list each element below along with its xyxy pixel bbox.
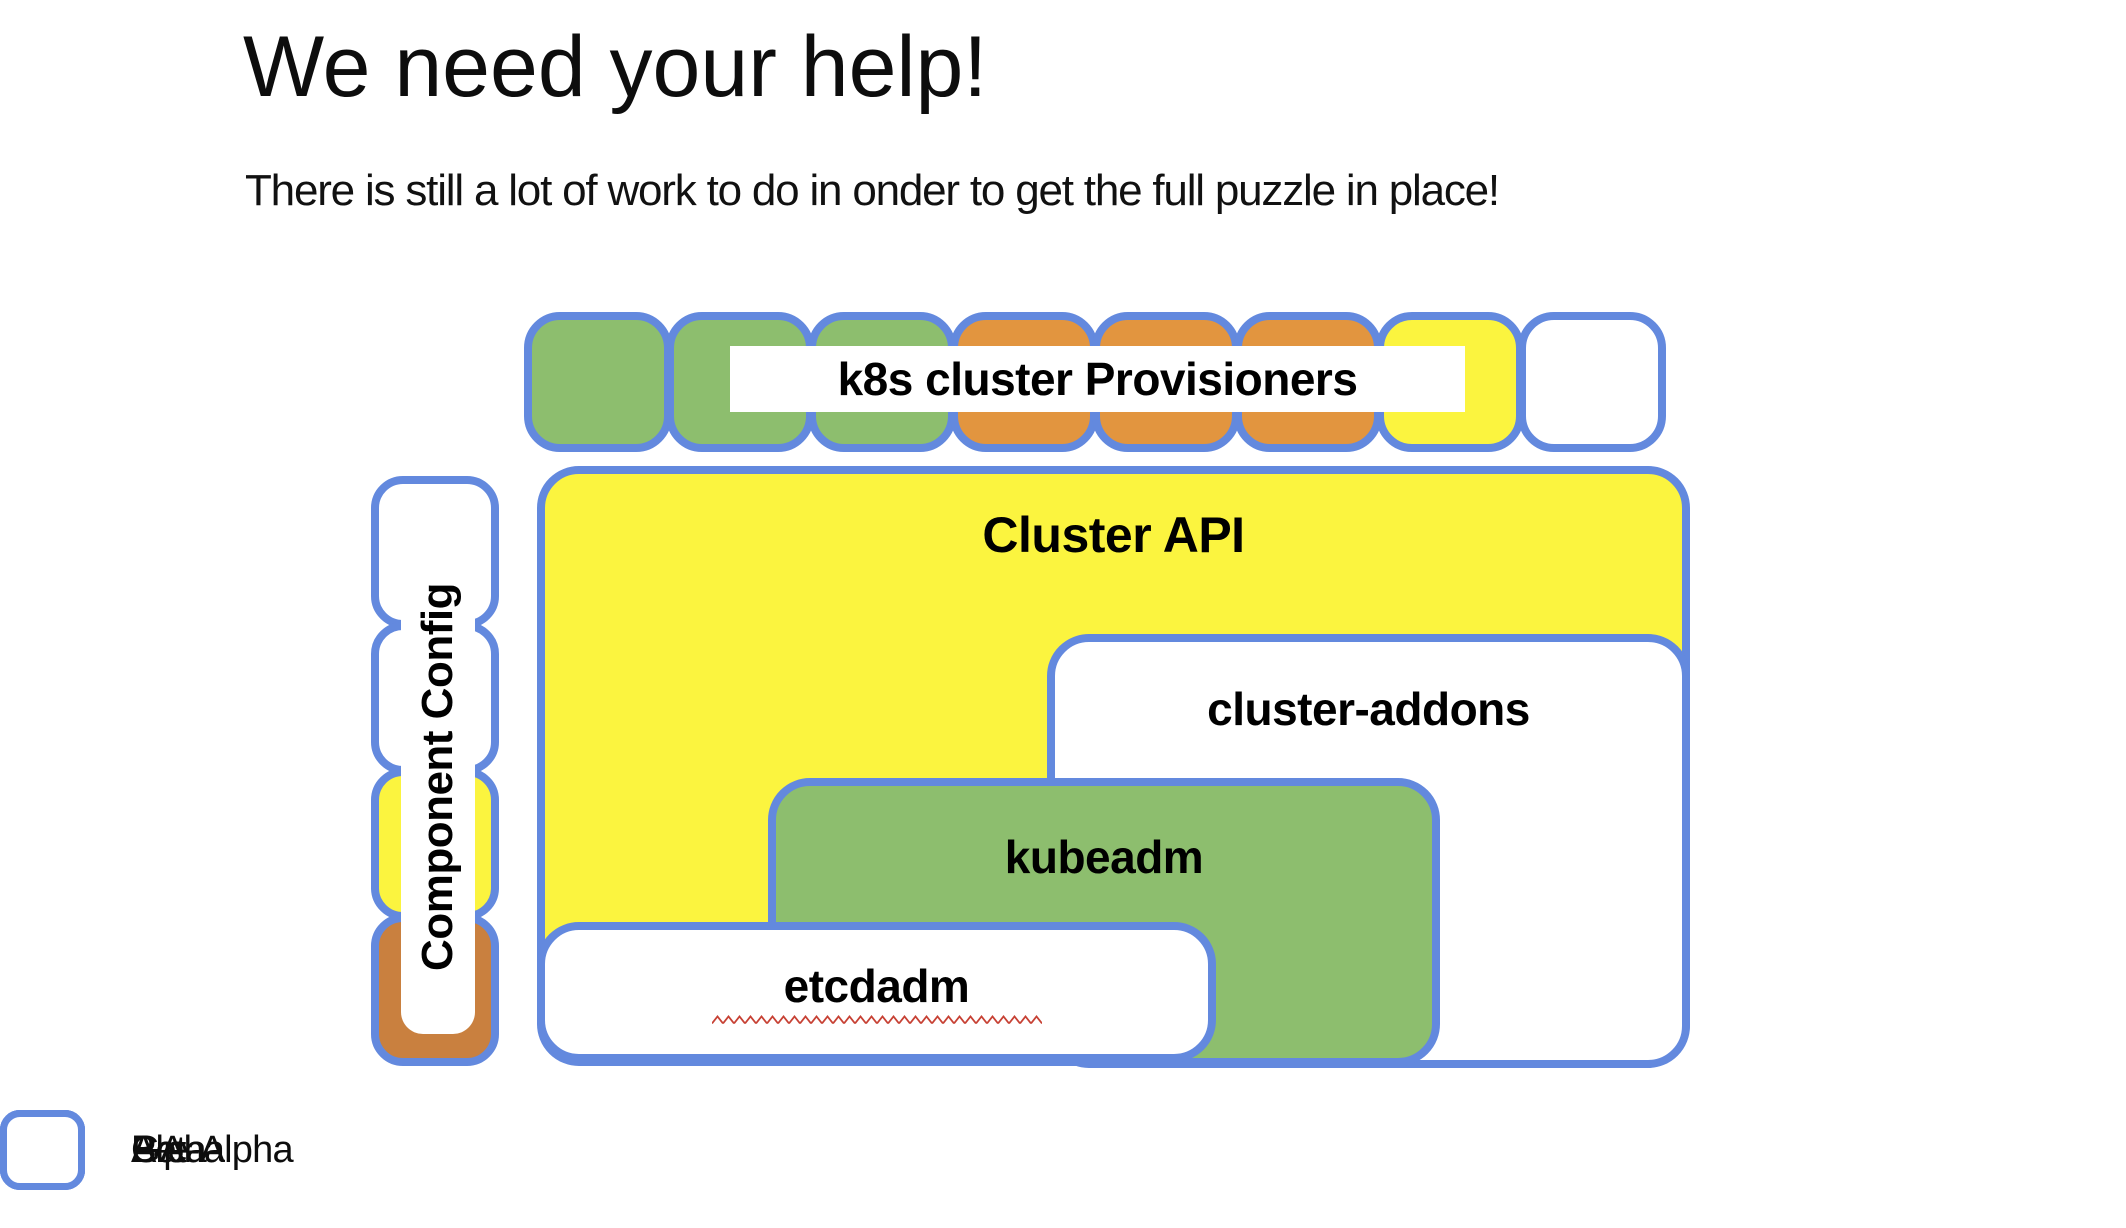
box-etcdadm: etcdadm: [537, 922, 1216, 1062]
cluster-api-label: Cluster API: [982, 507, 1245, 563]
legend-label-prealpha: Pre-Alpha: [131, 1128, 294, 1171]
provisioner-square: [1518, 312, 1666, 452]
legend-item-prealpha: Pre-Alpha: [0, 1110, 294, 1190]
component-config-label: Component Config: [401, 520, 475, 1034]
legend-label-alpha: Alpha: [131, 1128, 225, 1171]
legend-label-beta: Beta: [131, 1128, 207, 1171]
spellcheck-squiggle-icon: [711, 1015, 1042, 1025]
page-subtitle: There is still a lot of work to do in on…: [245, 166, 1500, 215]
legend-label-ga: GA: [131, 1128, 185, 1171]
provisioners-label: k8s cluster Provisioners: [730, 346, 1465, 412]
legend-swatch-prealpha: [0, 1110, 85, 1190]
kubeadm-label: kubeadm: [1004, 831, 1204, 883]
etcdadm-label: etcdadm: [783, 960, 970, 1012]
cluster-addons-label: cluster-addons: [1207, 683, 1530, 735]
provisioner-square: [524, 312, 672, 452]
component-config-label-text: Component Config: [413, 583, 463, 971]
page-title: We need your help!: [243, 19, 988, 115]
